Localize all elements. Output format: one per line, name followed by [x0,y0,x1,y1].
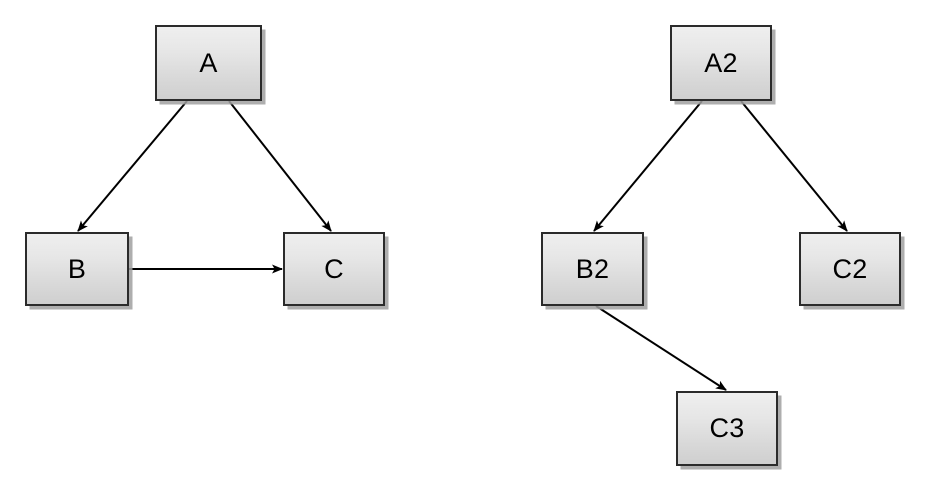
graph-node-label: A2 [704,47,738,78]
graph-node-label: C3 [709,413,745,443]
graph-node-a2[interactable]: A2 [670,25,772,101]
graph-node-c[interactable]: C [283,232,385,306]
graph-node-label: C [324,253,344,284]
graph-node-c2[interactable]: C2 [799,232,901,306]
graph-edge-b2-to-c3 [595,305,727,391]
graph-node-b2[interactable]: B2 [541,232,644,306]
graph-node-b[interactable]: B [25,232,129,306]
graph-node-label: A [199,47,218,78]
graph-node-c3[interactable]: C3 [676,391,778,466]
graph-node-label: B [67,253,87,284]
graph-node-a[interactable]: A [155,25,262,101]
graph-node-label: B2 [575,253,610,284]
graph-edge-a-to-b [77,100,188,232]
graph-edge-a2-to-b2 [593,100,703,232]
graph-edge-a-to-c [228,100,332,232]
graph-edge-a2-to-c2 [740,100,848,232]
graph-node-label: C2 [832,253,868,284]
